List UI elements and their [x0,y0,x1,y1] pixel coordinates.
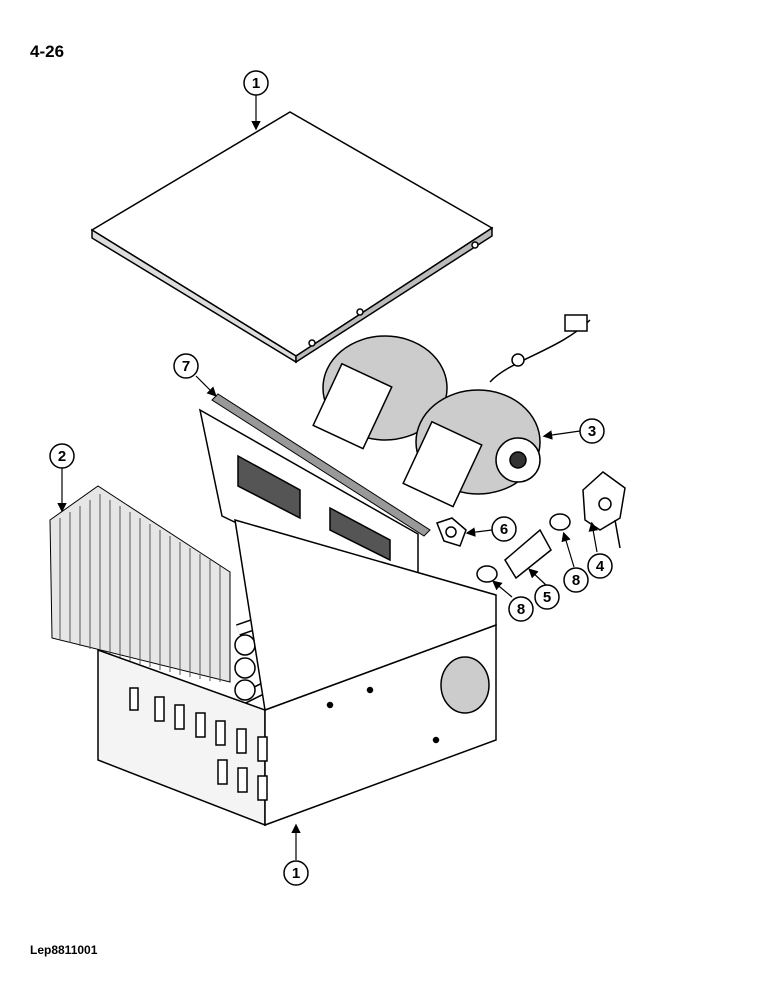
hose-clamp-left [476,565,498,583]
callout-8-left: 8 [492,580,534,622]
callout-8-right: 8 [561,531,589,593]
callout-6: 6 [465,516,517,542]
top-cover-panel [90,111,494,364]
callout-2: 2 [49,443,75,513]
callout-7: 7 [173,353,217,397]
adapter-flange [436,517,467,547]
callout-3-label: 3 [588,423,596,440]
heater-core [49,485,231,683]
page-number: 4-26 [30,42,65,61]
callout-5: 5 [528,568,560,610]
callout-1-top-label: 1 [252,75,260,92]
lower-case [97,518,497,827]
callout-1-bottom: 1 [283,823,309,886]
hose-clamp-right [549,513,571,531]
callout-6-label: 6 [500,521,508,538]
document-code: Lep8811001 [30,943,98,957]
callout-1-bottom-label: 1 [292,865,300,882]
callout-3: 3 [542,418,605,444]
callout-8-left-label: 8 [517,601,525,618]
callout-1-top: 1 [243,70,269,131]
callout-5-label: 5 [543,589,551,606]
callout-4-label: 4 [596,558,605,575]
water-valve [582,471,626,549]
blower-assembly [312,314,591,508]
hose [504,528,552,580]
callout-8-right-label: 8 [572,572,580,589]
callout-7-label: 7 [182,358,190,375]
callout-4: 4 [587,521,613,579]
callout-2-label: 2 [58,448,66,465]
